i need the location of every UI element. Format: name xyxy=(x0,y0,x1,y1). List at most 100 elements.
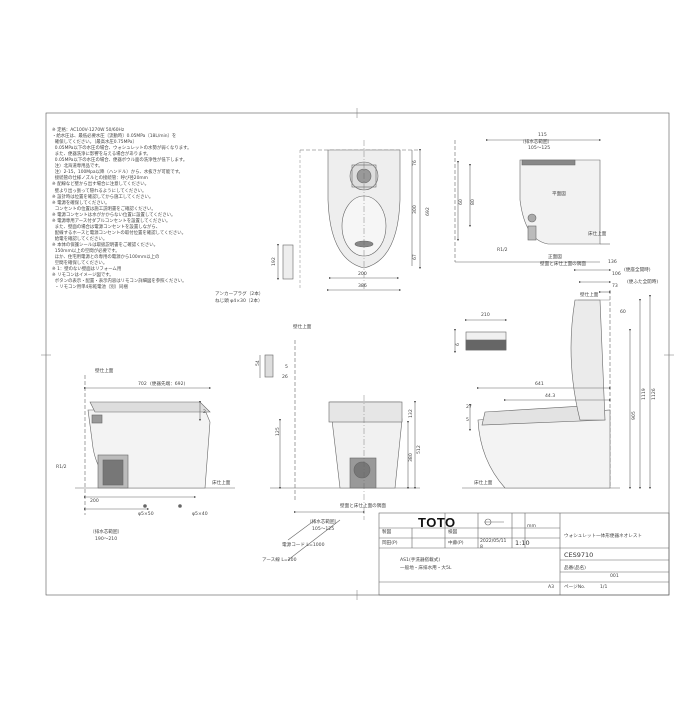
spec-note-line: 150mm以上の空間が必要です。 xyxy=(52,249,120,254)
dim-54: 54 xyxy=(256,360,261,366)
dim-702b: (便器先端：692) xyxy=(150,382,186,387)
toto-logo: TOTO xyxy=(418,515,456,530)
dim-2: 2 xyxy=(203,410,206,415)
lid-open-label: (便ふた全開時) xyxy=(627,280,659,285)
dim-top-115: 115 xyxy=(538,133,547,138)
spec-note-line: ※ 1：壁のない壁面はリフォーム用 xyxy=(52,267,122,273)
dim-512: 512 xyxy=(417,445,422,454)
drawing-date: 2022/05/11 xyxy=(480,539,507,544)
spec-note-line: 接続管の仕様ノズルとの接続管：呼び径20mm xyxy=(52,176,148,182)
spec-note-line: ※ 電源コンセントは水がかからない位置に設置してください。 xyxy=(52,212,176,218)
drain-range-values-2: 190〜210 xyxy=(95,537,118,542)
title-block-frame xyxy=(378,512,670,596)
dim-380: 380 xyxy=(409,453,414,462)
dim-1119: 1119 xyxy=(642,388,647,400)
right-side-view-drawing xyxy=(462,268,652,490)
spec-note-line: ※ 設計時は位置を確認してから施工してください。 xyxy=(52,194,154,200)
product-name: ウォシュレット一体形便器ネオレスト xyxy=(564,534,643,539)
dim-73: 73 xyxy=(612,284,618,289)
spec-note-line: ボタンの表示・配置・表示内容はリモコン詳細図を参照ください。 xyxy=(52,279,187,285)
dim-443: 44.3 xyxy=(545,394,556,399)
dim-26: 26 xyxy=(282,375,288,380)
screw-label: ねじ頭 φ4×30（2本） xyxy=(215,299,263,304)
dim-136: 136 xyxy=(608,260,617,265)
seat-open-label: (便座全開時) xyxy=(624,268,651,273)
unit-label: mm xyxy=(527,524,536,529)
spec-note-line: 空間を確保してください。 xyxy=(52,261,108,267)
spec-note-line: また、便器洗浄に影響を与える場合があります。 xyxy=(52,152,151,158)
spec-note-line: ※ 配線など壁から出す場合に注意してください。 xyxy=(52,182,150,188)
dim-60: 60 xyxy=(620,310,626,315)
spec-note-line: 壁より出っ張って隠れるようにしてください。 xyxy=(52,188,147,194)
page-number: 1/1 xyxy=(600,585,608,590)
scale: 1:10 xyxy=(515,539,530,547)
dim-210: 210 xyxy=(481,313,490,318)
col-draw-label: 製図 xyxy=(382,530,392,535)
floor-top-label-2: 床仕上面 xyxy=(474,481,493,486)
floor-top-label: 床仕上面 xyxy=(212,481,231,486)
dim-27: 27 xyxy=(466,405,472,410)
spec-note-line: 給電を確認してください。 xyxy=(52,236,108,242)
left-side-view-drawing xyxy=(75,375,235,515)
spec-note-line: 0.05MPa以下の水圧の場合、ウォシュレットの水勢が弱くなります。 xyxy=(52,146,192,152)
dim-692: 692 xyxy=(426,207,431,216)
dim-132: 132 xyxy=(409,409,414,418)
spec-note-line: 注）2-15，100Mpa以降（ハンドル）から、水抜きが可能です。 xyxy=(52,170,183,176)
dim-6: 6 xyxy=(456,343,461,346)
dim-702: 702 xyxy=(138,382,147,387)
spec-note-line: コンセントの位置は施工説明書をご確認ください。 xyxy=(52,206,156,212)
dim-641: 641 xyxy=(535,382,544,387)
anchor-label: アンカープラグ（2本） xyxy=(215,292,264,297)
r12-label-1: R1/2 xyxy=(497,248,508,253)
dim-5: 5 xyxy=(285,365,288,370)
dim-125: 125 xyxy=(276,427,281,436)
spec-note-line: 確保してください。〔最高水圧0.75MPa〕 xyxy=(52,140,137,146)
sheet-size: A3 xyxy=(548,585,555,590)
spec-note-line: ・給水圧は、最低必要水圧〔流動時〕0.05MPa〔18L/min〕を xyxy=(52,134,177,140)
spec-line-2: 一般地・床排水用・大5L xyxy=(400,566,452,571)
dim-top-range: （排水芯範囲） xyxy=(520,140,553,145)
front-view-drawing xyxy=(259,340,420,561)
drain-range-label-2: （排水芯範囲） xyxy=(90,530,123,535)
spec-note-line: ※ 電源を確保してください。 xyxy=(52,200,110,206)
hole-label-2: φ5×40 xyxy=(192,512,208,517)
col-check-label: 検図 xyxy=(448,530,458,535)
spec-note-line: 注）北海道専用品です。 xyxy=(52,164,103,170)
dim-300: 300 xyxy=(413,205,418,214)
dim-1126: 1126 xyxy=(652,388,657,400)
dim-200: 200 xyxy=(358,272,367,277)
person-a: 岡田(P) xyxy=(382,541,398,546)
page-label: ページNo. xyxy=(564,585,586,590)
spec-note-line: ※ 電源専用アース付ダブルコンセントを設置してください。 xyxy=(52,218,171,224)
dim-67: 67 xyxy=(413,254,418,260)
side-view-top-drawing xyxy=(454,138,610,263)
earth-wire-label: アース線 L=200 xyxy=(262,558,297,563)
wall-top-label: 壁仕上面 xyxy=(95,369,114,374)
spec-note-line: ・リモコン用単4形乾電池（別）同梱 xyxy=(52,285,128,291)
hole-label-1: φ5×50 xyxy=(138,512,154,517)
spec-note-line: ※ 定格：AC100V-1270W 50/60Hz xyxy=(52,128,125,133)
dim-top-range-values: 105〜125 xyxy=(528,146,551,151)
spec-note-line: ※ リモコンはイメージ図です。 xyxy=(52,273,114,279)
model-label: 品番(品名) xyxy=(564,566,586,571)
dim-192: 192 xyxy=(272,257,277,266)
spec-note-line: また、壁面の場合は電源コンセントを設置しながら、 xyxy=(52,224,161,230)
revision: 001 xyxy=(610,574,619,579)
wall-face-floor-ref-label-2: 壁面と床仕上面の隅面 xyxy=(340,504,386,509)
sheet-border xyxy=(45,112,670,596)
plan-view-label: 平面図 xyxy=(552,192,566,197)
plan-view-drawing xyxy=(276,140,422,292)
person-b: 中藤(P) xyxy=(448,541,464,546)
drawing-date-2: 8 xyxy=(480,545,483,550)
wall-top-label-2: 壁仕上面 xyxy=(293,325,312,330)
dim-5b: 5 xyxy=(466,418,469,423)
dim-200b: 200 xyxy=(90,499,99,504)
spec-note-line: ほか、住宅用電源との専用の電源から100mm以上の xyxy=(52,255,160,261)
wall-face-floor-ref-label: 壁面と床仕上面の隅面 xyxy=(540,262,586,267)
dim-905: 905 xyxy=(632,411,637,420)
dim-76: 76 xyxy=(413,160,418,166)
dim-60b: 60 xyxy=(459,199,464,205)
front-view-label: 正面図 xyxy=(548,255,562,260)
floor-top-label-3: 床仕上面 xyxy=(588,232,607,237)
